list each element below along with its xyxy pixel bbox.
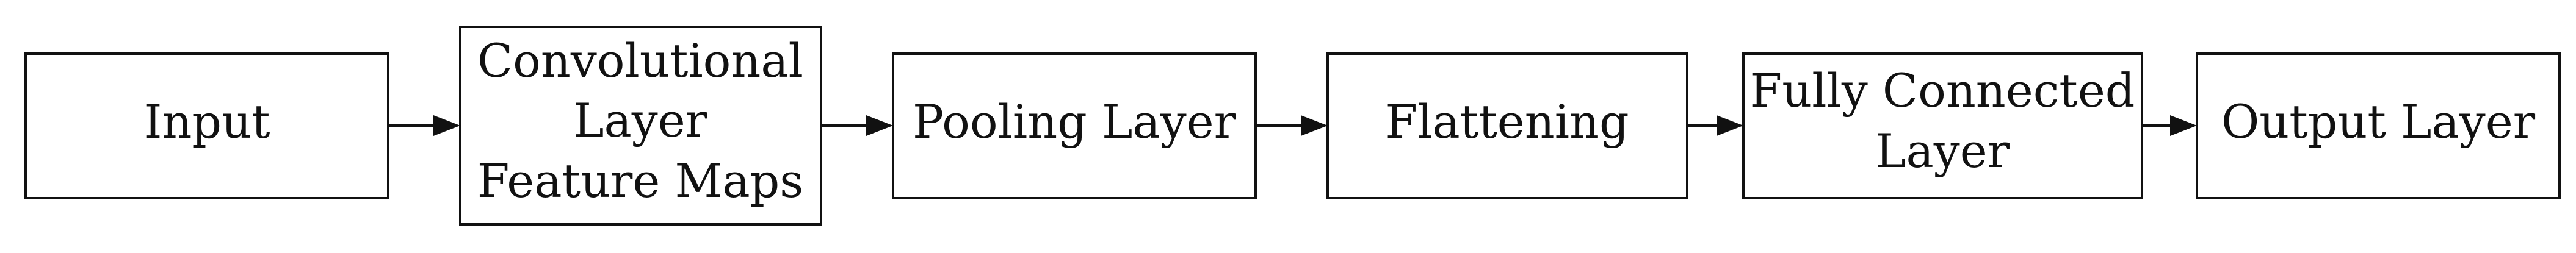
node-input: Input [24, 52, 389, 199]
node-flatten-label: Flattening [1385, 94, 1629, 149]
edge-fc-to-output [2142, 115, 2197, 136]
edge-input-to-conv [388, 115, 460, 136]
node-output-label: Output Layer [2221, 94, 2536, 149]
edge-conv-to-pool [821, 115, 893, 136]
node-conv: Convolutional Layer Feature Maps [459, 26, 822, 226]
node-conv-label-line-3: Feature Maps [477, 154, 804, 208]
edge-pool-to-flatten [1256, 115, 1328, 136]
node-conv-label-line-1: Convolutional [477, 34, 803, 88]
node-fc-label-line-1: Fully Connected [1750, 63, 2135, 118]
node-pool-label: Pooling Layer [913, 94, 1237, 149]
node-fc-label-line-2: Layer [1875, 124, 2010, 178]
node-fc: Fully Connected Layer [1742, 52, 2143, 199]
node-conv-label-line-2: Layer [573, 93, 708, 148]
node-pool: Pooling Layer [892, 52, 1257, 199]
edge-flatten-to-fc [1687, 115, 1743, 136]
node-flatten: Flattening [1326, 52, 1688, 199]
node-output: Output Layer [2196, 52, 2561, 199]
node-input-label: Input [143, 94, 270, 149]
